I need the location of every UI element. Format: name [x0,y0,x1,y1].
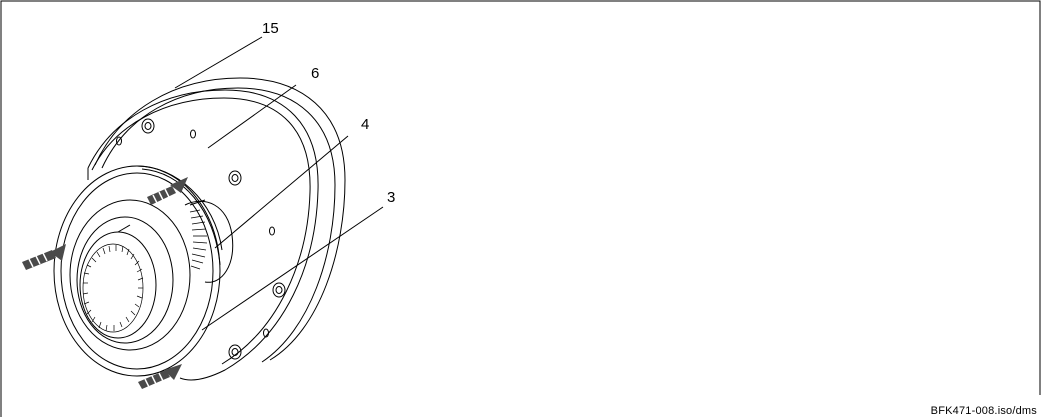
leader-4 [214,135,349,249]
bore-spline [82,243,144,333]
middle-hub [184,199,234,283]
arrow-upper [147,177,188,205]
leader-6 [207,84,297,149]
load-arrows [22,177,188,389]
drawing-reference: BFK471-008.iso/dms [930,405,1037,417]
leader-15 [174,36,263,89]
callout-6: 6 [311,65,319,82]
leader-3 [201,206,384,331]
flange-bolts [116,118,286,360]
leader-lines [174,36,384,331]
rear-flange [87,77,346,381]
arrow-left [22,244,66,270]
arrow-bottom [138,364,182,389]
callout-3: 3 [387,189,395,206]
callout-15: 15 [262,20,279,37]
callout-4: 4 [361,116,369,133]
